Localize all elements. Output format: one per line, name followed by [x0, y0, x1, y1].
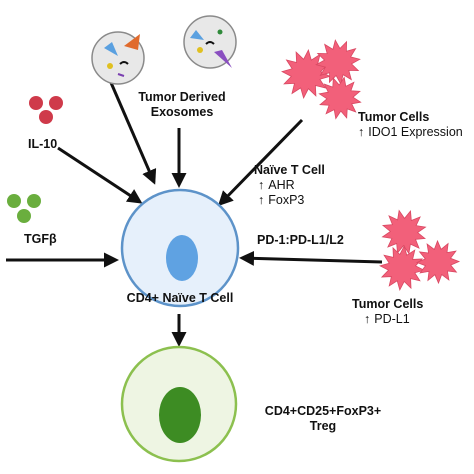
tumor-cells-top-title: Tumor Cells — [358, 110, 430, 124]
up-arrow-icon: ↑ — [364, 312, 371, 326]
exosome-icon — [91, 31, 145, 85]
up-arrow-icon: ↑ — [258, 178, 265, 192]
arrow-il10-to-cell — [57, 146, 143, 204]
pd1-pdl-label: PD-1:PD-L1/L2 — [257, 233, 344, 247]
cd4-naive-t-cell-label: CD4+ Naïve T Cell — [126, 291, 234, 305]
arrow-tumor-top-to-cell — [217, 118, 304, 207]
ahr-line: ↑AHR — [254, 178, 325, 193]
pdl1-text: PD-L1 — [374, 312, 410, 326]
ido1-expression-line: ↑IDO1 Expression — [358, 125, 463, 140]
exosomes-label-line2: Exosomes — [150, 105, 214, 119]
il10-cytokine-icon — [29, 96, 63, 124]
tumor-cell-shape — [379, 245, 425, 291]
tgfb-label: TGFβ — [24, 232, 57, 246]
pdl1-line: ↑PD-L1 — [352, 312, 423, 327]
tumor-cell-icon — [379, 209, 461, 291]
tumor-cell-shape — [318, 76, 362, 120]
exosomes-label-line1: Tumor Derived — [138, 90, 226, 104]
naive-t-cell-title: Naïve T Cell — [254, 163, 325, 177]
treg-label: CD4+CD25+FoxP3+ Treg — [248, 404, 398, 434]
tumor-cell-shape — [415, 239, 461, 285]
exosomes-label: Tumor Derived Exosomes — [112, 90, 252, 120]
foxp3-line: ↑FoxP3 — [254, 193, 325, 208]
tumor-cells-bottom-label: Tumor Cells ↑PD-L1 — [352, 297, 423, 327]
exosome-icon — [183, 15, 237, 69]
tumor-cells-bottom-title: Tumor Cells — [352, 297, 424, 311]
naive-t-cell-effects-label: Naïve T Cell ↑AHR ↑FoxP3 — [254, 163, 325, 208]
treg-label-line2: Treg — [309, 419, 337, 433]
up-arrow-icon: ↑ — [258, 193, 265, 207]
il10-label: IL-10 — [28, 137, 58, 151]
naive-t-cell-icon — [120, 188, 240, 308]
tgfb-cytokine-icon — [7, 194, 41, 223]
treg-cell-icon — [120, 345, 238, 463]
treg-label-line1: CD4+CD25+FoxP3+ — [264, 404, 382, 418]
tumor-cell-icon — [281, 39, 362, 120]
tumor-cells-top-label: Tumor Cells ↑IDO1 Expression — [358, 110, 463, 140]
foxp3-text: FoxP3 — [268, 193, 305, 207]
up-arrow-icon: ↑ — [358, 125, 365, 139]
arrow-tumor-bottom-to-cell — [239, 250, 383, 266]
ahr-text: AHR — [268, 178, 295, 192]
ido1-expression-text: IDO1 Expression — [368, 125, 463, 139]
